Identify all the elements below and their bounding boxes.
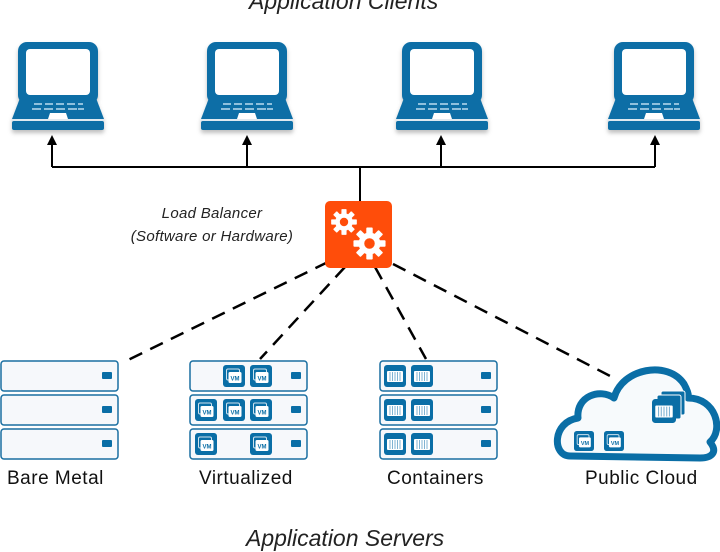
load-balancer-label: Load Balancer (Software or Hardware) [112,205,312,245]
container-icon [384,365,406,387]
server-stack-virtualized[interactable] [189,360,308,460]
laptop-icon[interactable] [201,42,293,130]
vm-icon [223,399,245,421]
laptop-icon[interactable] [608,42,700,130]
servers-title: Application Servers [246,525,445,551]
dashed-line-containers [373,266,428,360]
container-icon [384,399,406,421]
vm-icon [250,399,272,421]
container-icon [384,433,406,455]
architecture-diagram: VM [0,42,720,462]
vm-icon [195,399,217,421]
server-label-containers: Containers [387,468,484,489]
vm-icon [223,365,245,387]
vm-icon [250,365,272,387]
vm-icon [195,433,217,455]
dashed-line-public-cloud [392,262,615,380]
server-label-bare-metal: Bare Metal [7,468,104,489]
server-label-virtualized: Virtualized [199,468,293,489]
server-connectors [121,260,615,380]
client-connectors [47,135,660,202]
load-balancer-label-line2: (Software or Hardware) [130,228,294,245]
vm-icon [604,431,624,451]
clients-title: Application Clients [249,0,439,14]
vm-icon [574,431,594,451]
container-stack-icon [652,390,686,423]
dashed-line-bare-metal [121,260,329,365]
clients [12,42,700,130]
load-balancer[interactable] [325,201,392,268]
gear-icon [331,209,357,235]
laptop-icon[interactable] [12,42,104,130]
server-stack-bare-metal[interactable] [0,360,119,460]
gear-icon [353,227,386,260]
cloud-icon[interactable] [553,366,720,462]
dashed-line-virtualized [259,266,346,360]
server-stack-containers[interactable] [379,360,498,460]
container-icon [411,399,433,421]
container-icon [411,365,433,387]
vm-icon [250,433,272,455]
laptop-icon[interactable] [396,42,488,130]
container-icon [411,433,433,455]
load-balancer-label-line1: Load Balancer [161,205,263,222]
server-label-public-cloud: Public Cloud [585,468,698,489]
